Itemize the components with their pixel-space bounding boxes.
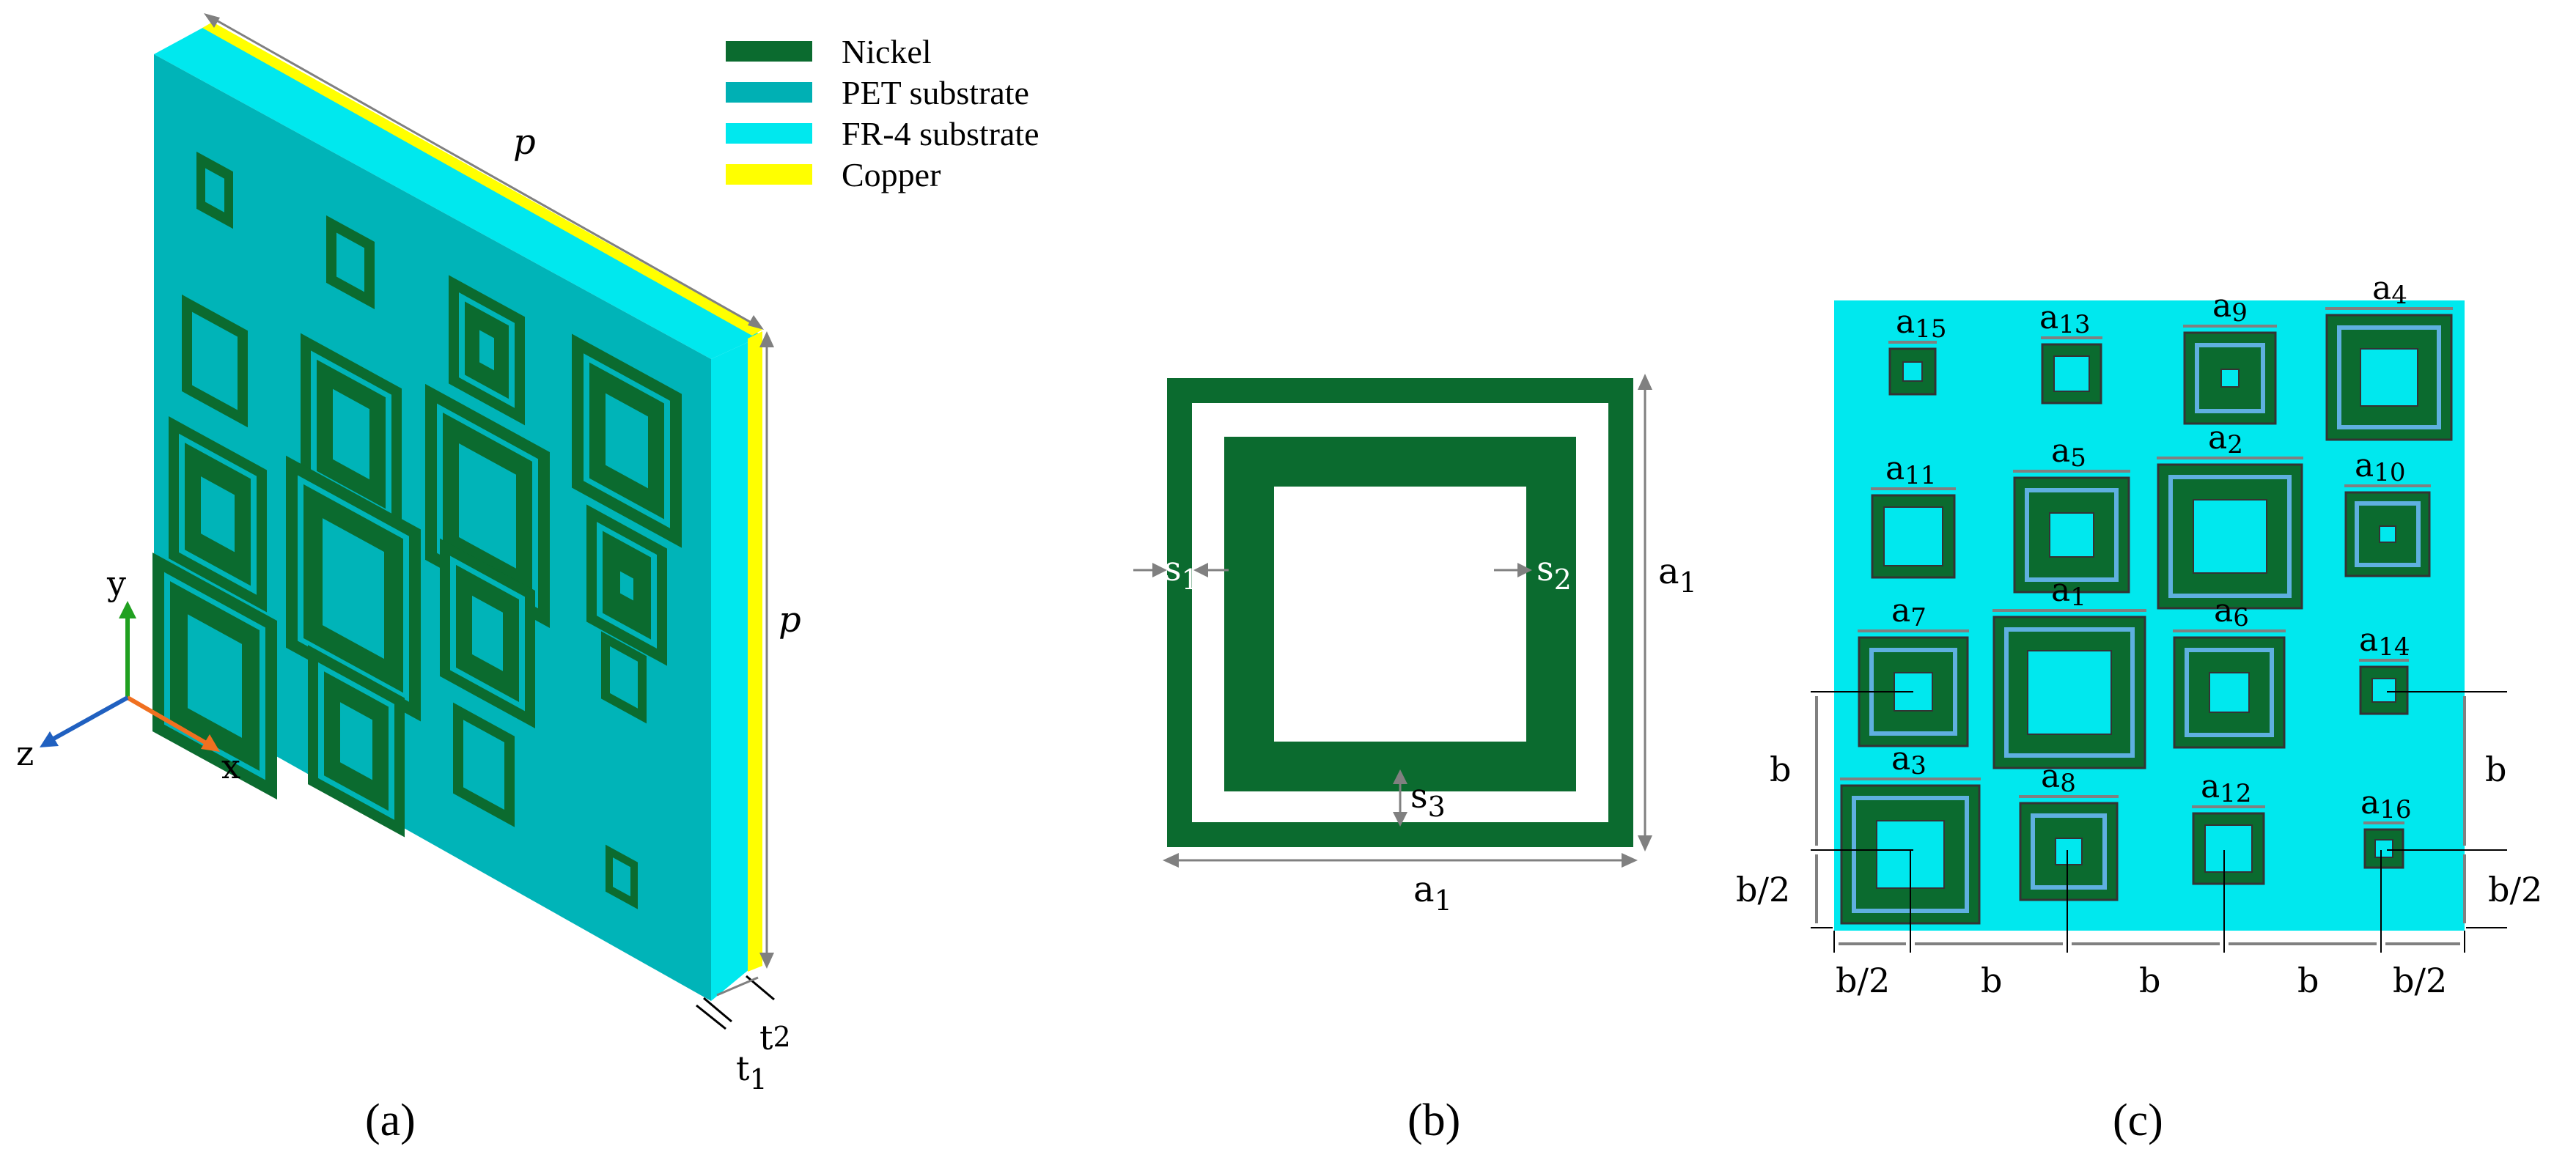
copper-layer xyxy=(748,331,762,972)
label-a10: a10 xyxy=(2355,447,2406,487)
label-p-top: p xyxy=(513,122,536,163)
label-a3: a3 xyxy=(1891,740,1927,780)
element-a8 xyxy=(2019,802,2119,901)
label-s1: s1 xyxy=(1164,549,1199,596)
panel-b-drawing: s1 s2 s3 a1 a1 xyxy=(1133,374,1697,917)
label-a8: a8 xyxy=(2041,758,2076,798)
legend: Nickel PET substrate FR-4 substrate Copp… xyxy=(726,31,1039,195)
label-p-side: p xyxy=(779,599,801,640)
nickel-swatch xyxy=(726,41,812,62)
label-a11: a11 xyxy=(1885,450,1937,490)
label-b-right: b xyxy=(2485,750,2506,789)
panel-b: s1 s2 s3 a1 a1 xyxy=(1100,337,1759,923)
label-a1-side: a1 xyxy=(1658,551,1697,599)
label-b-half-right: b/2 xyxy=(2488,870,2542,909)
axis-y-label: y xyxy=(106,564,126,603)
axis-x-label: x xyxy=(221,747,240,786)
legend-item: FR-4 substrate xyxy=(726,113,1039,154)
copper-top-edge xyxy=(202,22,762,336)
element-a13 xyxy=(2041,343,2102,405)
element-a4 xyxy=(2325,314,2453,441)
label-s2: s2 xyxy=(1537,549,1572,596)
label-a1-bottom: a1 xyxy=(1413,869,1452,917)
label-a15: a15 xyxy=(1896,303,1947,344)
legend-label-pet: PET substrate xyxy=(842,73,1029,111)
label-b-half-bottom-left: b/2 xyxy=(1836,961,1890,1000)
label-b-bottom-3: b xyxy=(2297,961,2319,1000)
element-a6 xyxy=(2173,636,2286,749)
size-arrows xyxy=(1840,307,2453,824)
label-a5: a5 xyxy=(2051,432,2086,473)
panel-c: a15 a13 a9 a4 a11 a5 a2 a10 a7 a1 a6 a14… xyxy=(1715,271,2576,1048)
label-t2: t2 xyxy=(759,1018,791,1057)
label-b-bottom-2: b xyxy=(2139,961,2160,1000)
grid-dimensions xyxy=(1811,691,2507,953)
legend-label-nickel: Nickel xyxy=(842,32,932,70)
element-labels: a15 a13 a9 a4 a11 a5 a2 a10 a7 a1 a6 a14… xyxy=(1885,271,2412,824)
panel-a-drawing: p p t2 t1 y x z xyxy=(16,13,801,1096)
label-a1: a1 xyxy=(2051,572,2086,612)
legend-label-copper: Copper xyxy=(842,155,941,193)
element-a11 xyxy=(1871,494,1956,579)
label-b-bottom-1: b xyxy=(1981,961,2002,1000)
pet-swatch xyxy=(726,82,812,103)
legend-item: Copper xyxy=(726,154,1039,195)
element-a5 xyxy=(2013,476,2130,594)
element-a2 xyxy=(2157,463,2303,610)
element-a10 xyxy=(2344,491,2431,577)
element-a9 xyxy=(2183,331,2277,425)
label-t1: t1 xyxy=(736,1049,768,1096)
label-a2: a2 xyxy=(2208,419,2243,459)
copper-swatch xyxy=(726,164,812,185)
label-s3: s3 xyxy=(1410,776,1446,823)
label-b-half-bottom-right: b/2 xyxy=(2393,961,2447,1000)
fr4-swatch xyxy=(726,123,812,144)
label-a6: a6 xyxy=(2214,592,2249,632)
element-a1 xyxy=(1992,616,2146,769)
panel-a: p p t2 t1 y x z xyxy=(0,0,1144,1099)
label-b-left: b xyxy=(1770,750,1791,789)
element-a15 xyxy=(1888,347,1937,396)
label-a13: a13 xyxy=(2039,299,2091,339)
panel-c-drawing: a15 a13 a9 a4 a11 a5 a2 a10 a7 a1 a6 a14… xyxy=(1736,271,2542,1000)
caption-a: (a) xyxy=(365,1096,416,1145)
label-a7: a7 xyxy=(1891,592,1927,632)
label-a16: a16 xyxy=(2360,784,2412,824)
element-a12 xyxy=(2192,812,2265,885)
element-a14 xyxy=(2359,665,2409,715)
caption-c: (c) xyxy=(2113,1096,2163,1145)
slab-top-face xyxy=(154,26,762,359)
caption-b: (b) xyxy=(1407,1096,1461,1145)
grid-arrows xyxy=(1815,696,2466,945)
nickel-elements xyxy=(152,151,682,909)
axes-triad: y x z xyxy=(16,564,240,786)
legend-item: PET substrate xyxy=(726,72,1039,113)
label-b-half-left: b/2 xyxy=(1736,870,1790,909)
legend-label-fr4: FR-4 substrate xyxy=(842,114,1039,152)
element-a16 xyxy=(2363,828,2404,869)
label-a4: a4 xyxy=(2372,271,2407,310)
axis-z-label: z xyxy=(16,734,34,773)
label-a9: a9 xyxy=(2212,287,2248,328)
label-a12: a12 xyxy=(2201,768,2252,808)
label-a14: a14 xyxy=(2359,621,2410,662)
legend-item: Nickel xyxy=(726,31,1039,72)
